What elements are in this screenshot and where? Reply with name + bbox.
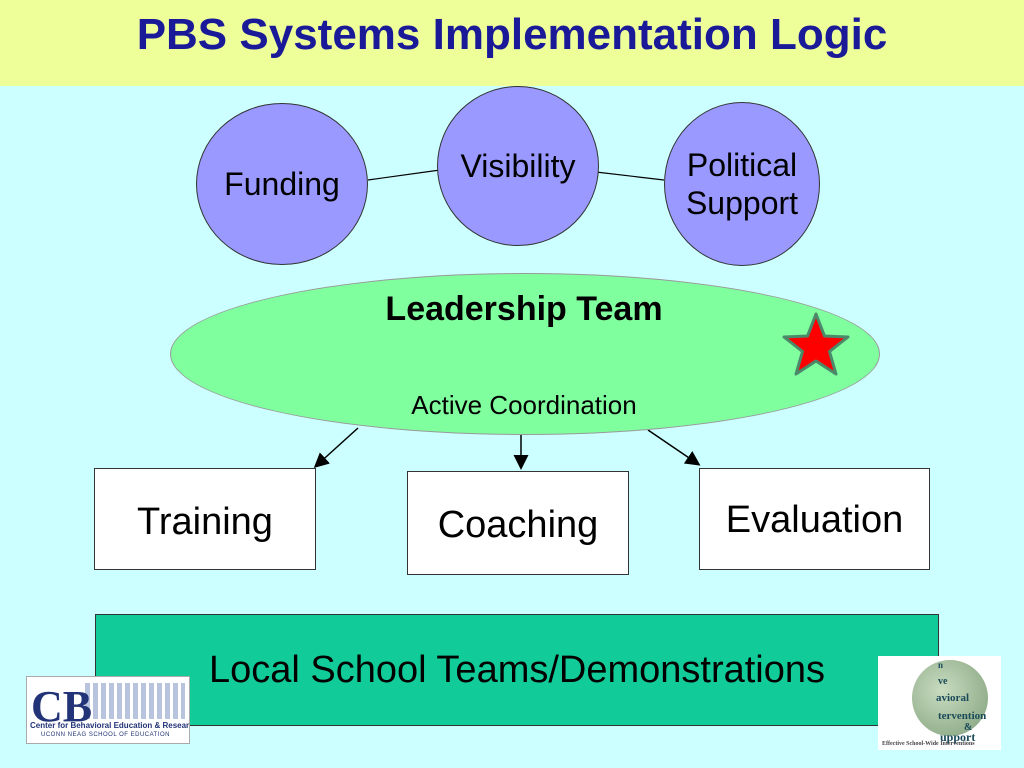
pbis-logo-footer: Effective School-Wide Interventions (882, 741, 975, 747)
star-icon (782, 312, 850, 376)
globe-icon (912, 660, 988, 736)
cber-logo-initials: CB (31, 682, 93, 731)
pbis-logo-line-f: upport (940, 730, 976, 744)
pbis-logo-line-e: & (964, 722, 973, 733)
circle-funding-label: Funding (224, 165, 340, 202)
pbis-logo-line-c: avioral (936, 692, 969, 704)
leadership-team-title: Leadership Team (385, 290, 663, 328)
box-evaluation: Evaluation (699, 468, 930, 570)
cber-logo-name: Center for Behavioral Education & Resear… (30, 721, 190, 730)
connector-visibility-political (595, 171, 665, 181)
arrow-to-evaluation (647, 429, 701, 466)
connector-funding-visibility (367, 169, 441, 181)
page-title: PBS Systems Implementation Logic (136, 10, 888, 59)
leadership-team-subtitle: Active Coordination (411, 390, 637, 420)
circle-visibility: Visibility (437, 86, 599, 246)
local-school-teams-box: Local School Teams/Demonstrations (95, 614, 939, 726)
cber-logo: CB Center for Behavioral Education & Res… (26, 676, 190, 744)
pbis-logo-line-a: n (938, 660, 944, 670)
circle-visibility-label: Visibility (460, 147, 576, 184)
box-training: Training (94, 468, 316, 570)
circle-funding: Funding (196, 103, 368, 265)
box-coaching: Coaching (407, 471, 629, 575)
pbis-logo: n ve avioral tervention & upport Effecti… (878, 656, 1001, 750)
circle-political-support: Political Support (664, 102, 820, 266)
cber-logo-bars (85, 683, 185, 719)
local-school-teams-label: Local School Teams/Demonstrations (208, 648, 826, 691)
pbis-logo-line-d: tervention (938, 710, 987, 722)
cber-logo-school: UCONN NEAG SCHOOL OF EDUCATION (41, 732, 171, 738)
box-training-label: Training (137, 501, 273, 543)
title-bar (0, 0, 1024, 86)
pbis-logo-line-b: ve (938, 676, 948, 687)
box-coaching-label: Coaching (437, 504, 599, 546)
leadership-team-ellipse (170, 273, 880, 435)
circle-political-support-label: Political Support (685, 146, 799, 221)
arrow-to-training (313, 427, 359, 469)
box-evaluation-label: Evaluation (725, 499, 904, 541)
